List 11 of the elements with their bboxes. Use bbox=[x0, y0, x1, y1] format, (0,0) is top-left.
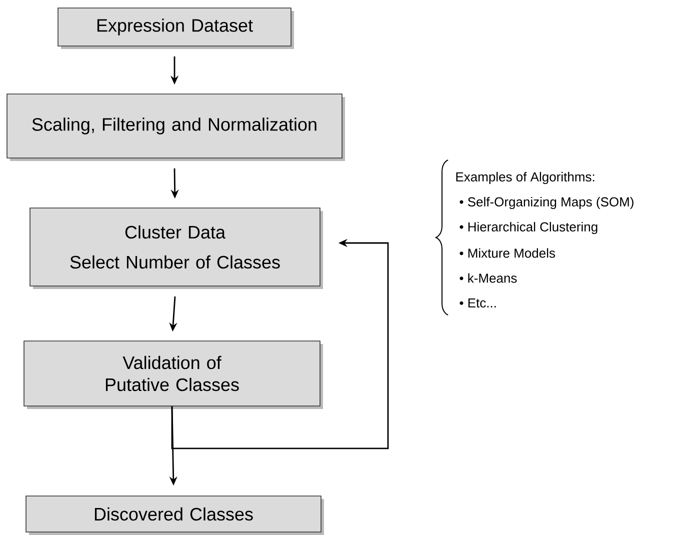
process-box: Validation of Putative Classes bbox=[24, 340, 323, 409]
process-box: Cluster Data Select Number of Classes bbox=[30, 208, 323, 289]
process-box: Discovered Classes bbox=[26, 496, 324, 535]
process-box: Scaling, Filtering and Normalization bbox=[6, 94, 345, 161]
list-item: • Hierarchical Clustering bbox=[460, 222, 598, 234]
list-item: • k-Means bbox=[460, 273, 517, 283]
list-item: • Self-Organizing Maps (SOM) bbox=[460, 196, 634, 210]
list-item: Examples of Algorithms: bbox=[456, 172, 594, 184]
list-item: • Mixture Models bbox=[460, 248, 556, 258]
process-box: Expression Dataset bbox=[58, 8, 294, 49]
list-item: • Etc... bbox=[460, 298, 496, 308]
